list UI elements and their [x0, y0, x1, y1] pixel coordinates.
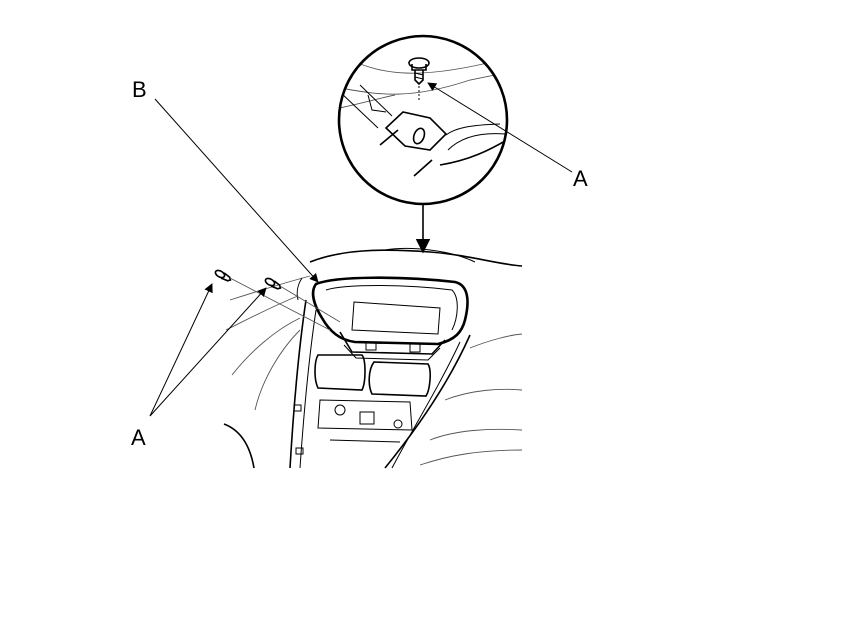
- screw-detail-icon: [408, 57, 430, 100]
- leader-a-main-2: [149, 287, 267, 417]
- leader-a-main-1: [149, 283, 213, 417]
- screw-axis-line-2: [279, 285, 341, 323]
- screw-right-icon: [264, 277, 282, 290]
- leader-a-detail: [427, 82, 573, 173]
- detail-circle: [337, 34, 509, 206]
- screw-axis-line: [229, 277, 331, 331]
- dashboard-illustration: [223, 248, 523, 469]
- label-a-main: A: [131, 425, 146, 450]
- meter-hood: [311, 276, 469, 346]
- label-b: B: [132, 77, 147, 102]
- screw-left-icon: [214, 269, 232, 282]
- leader-b: [154, 98, 319, 283]
- label-a-detail: A: [573, 166, 588, 191]
- detail-view: [337, 34, 509, 206]
